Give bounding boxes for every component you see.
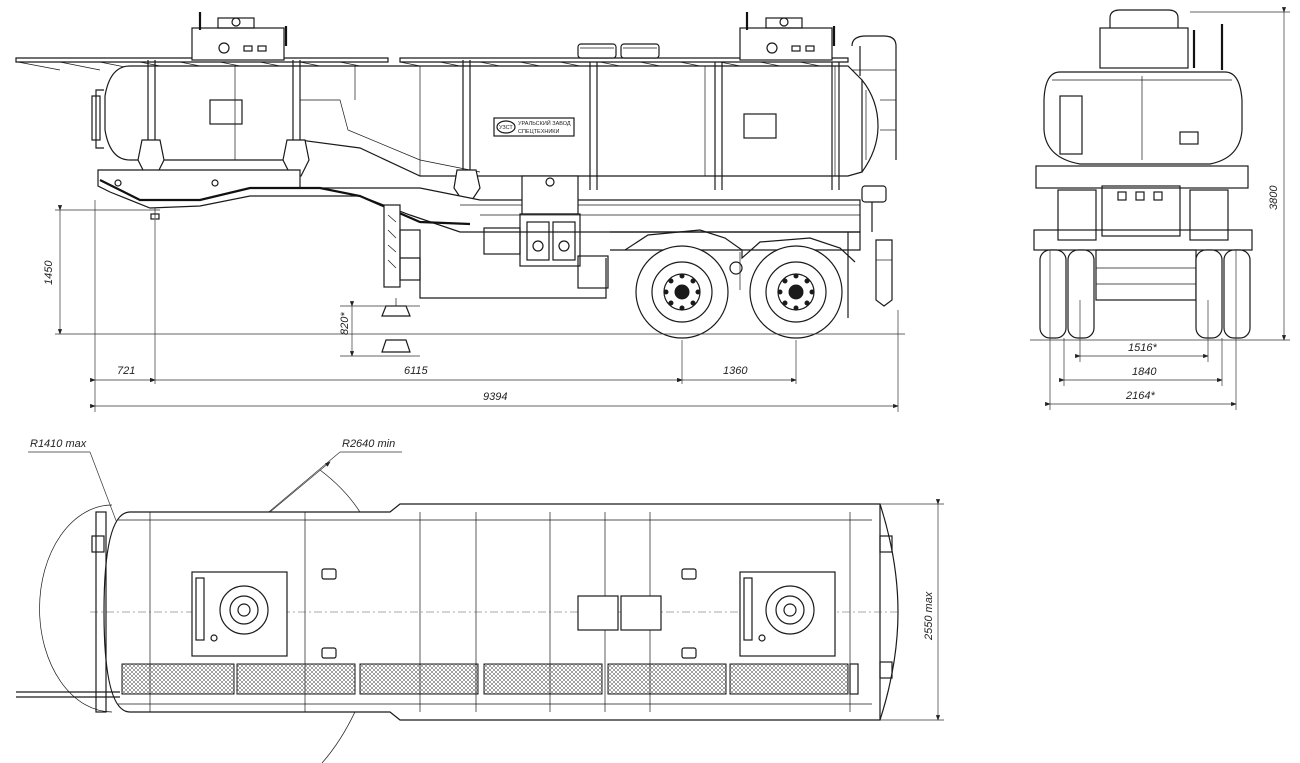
dim-r2640: R2640 min <box>342 438 395 450</box>
dim-6115: 6115 <box>404 365 429 377</box>
rear-view: 3800 1516* 1840 2164* <box>1030 7 1290 410</box>
plan-small-hatches <box>321 568 697 659</box>
plan-view: R1410 max R2640 min <box>16 438 944 763</box>
side-view: УЗСТ УРАЛЬСКИЙ ЗАВОД СПЕЦТЕХНИКИ <box>15 12 905 412</box>
dim-1450: 1450 <box>43 260 55 285</box>
dim-1360: 1360 <box>723 365 748 377</box>
dim-1516: 1516* <box>1128 342 1157 354</box>
dim-9394: 9394 <box>483 391 507 403</box>
side-chassis-frame <box>97 169 861 233</box>
side-wheel-rear <box>749 245 843 339</box>
dim-2164: 2164* <box>1125 390 1155 402</box>
side-front-manhole <box>191 12 288 61</box>
plan-breather-caps <box>577 595 662 631</box>
side-wheel-front <box>635 245 729 339</box>
manufacturer-logo: УЗСТ УРАЛЬСКИЙ ЗАВОД СПЕЦТЕХНИКИ <box>493 117 575 137</box>
plan-rear-manhole <box>739 571 836 657</box>
logo-line1: УРАЛЬСКИЙ ЗАВОД <box>518 119 571 127</box>
side-landing-gear <box>381 204 607 353</box>
side-rear-ladder <box>847 35 897 318</box>
plan-width-dim: 2550 max <box>880 499 944 721</box>
plan-front-manhole <box>191 571 288 657</box>
side-vertical-dims: 1450 820* <box>43 205 355 357</box>
side-breather-caps <box>577 43 660 59</box>
side-rear-manhole <box>739 12 836 61</box>
rear-tank <box>1043 9 1243 165</box>
side-post-brackets <box>137 139 481 201</box>
rear-wheels <box>1039 249 1251 339</box>
dim-721: 721 <box>117 365 135 377</box>
dim-820: 820* <box>339 312 351 335</box>
side-control-box <box>483 175 609 289</box>
plan-walkway <box>16 663 859 698</box>
side-suspension <box>610 185 887 290</box>
side-horizontal-dims: 721 6115 1360 9394 <box>90 200 899 412</box>
side-tank-body <box>91 65 879 177</box>
rear-chassis <box>1033 165 1253 301</box>
rear-horizontal-dims: 1516* 1840 2164* <box>1045 250 1237 410</box>
dim-2550: 2550 max <box>923 591 935 641</box>
dim-1840: 1840 <box>1132 366 1157 378</box>
logo-line2: СПЕЦТЕХНИКИ <box>518 129 559 135</box>
dim-r1410: R1410 max <box>30 438 87 450</box>
dim-3800: 3800 <box>1268 185 1280 210</box>
logo-badge: УЗСТ <box>499 125 513 131</box>
